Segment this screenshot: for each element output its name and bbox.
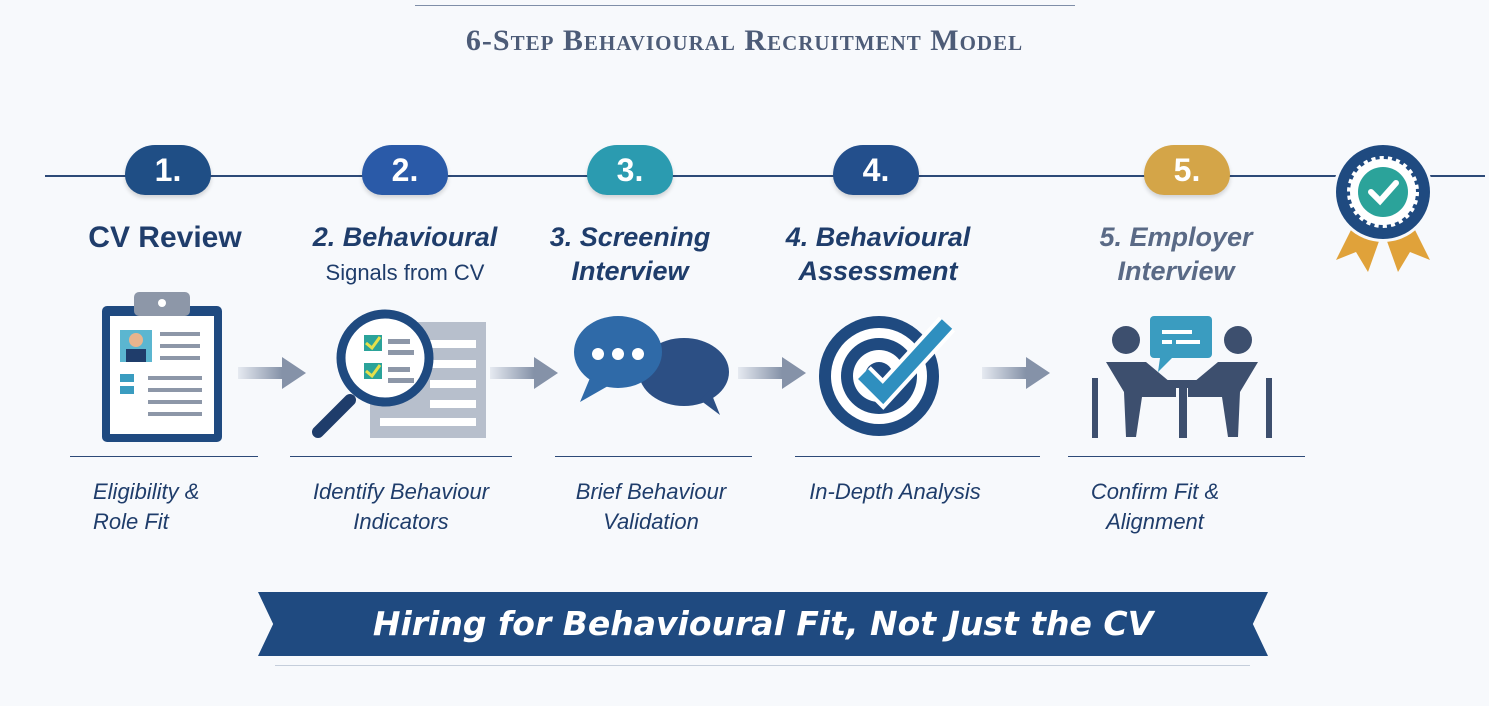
step-5-title: 5. Employer (1099, 222, 1253, 252)
step-4-desc: In-Depth Analysis (780, 477, 1010, 507)
step-3-subtitle: Interview (571, 256, 689, 286)
step-5-desc: Confirm Fit & Alignment (1040, 477, 1270, 537)
target-check-icon (819, 316, 955, 436)
desc-line: Eligibility & (93, 479, 200, 504)
title-rule (415, 5, 1075, 6)
step-5-subtitle: Interview (1117, 256, 1235, 286)
timeline-line (45, 175, 1485, 177)
step-divider (1068, 456, 1305, 457)
arrow-right-icon (982, 357, 1050, 389)
arrow-right-icon (238, 357, 306, 389)
step-3-title: 3. Screening (549, 222, 711, 252)
step-divider (290, 456, 512, 457)
step-2-title: 2. Behavioural (312, 222, 498, 252)
chat-bubbles-icon (574, 316, 729, 415)
desc-line: Role Fit (93, 509, 169, 534)
tagline-banner: Hiring for Behavioural Fit, Not Just the… (258, 592, 1268, 656)
step-1-desc: Eligibility & Role Fit (93, 477, 199, 537)
step-4-subtitle: Assessment (798, 256, 958, 286)
desc-line: Indicators (353, 509, 449, 534)
step-2-badge: 2. (362, 145, 448, 195)
step-3-badge: 3. (587, 145, 673, 195)
desc-line: Confirm Fit & (1090, 479, 1220, 504)
award-medal-icon (1333, 142, 1433, 272)
desc-line: Brief Behaviour (575, 479, 727, 504)
arrow-right-icon (490, 357, 558, 389)
clipboard-cv-icon (102, 292, 222, 442)
page-title: 6-Step Behavioural Recruitment Model (465, 24, 1024, 57)
magnifier-checklist-icon (312, 309, 486, 438)
step-1-badge: 1. (125, 145, 211, 195)
desc-line: Validation (603, 509, 699, 534)
banner-rule (275, 665, 1250, 666)
step-divider (70, 456, 258, 457)
desc-line: In-Depth Analysis (809, 479, 981, 504)
arrow-right-icon (738, 357, 806, 389)
step-4-badge: 4. (833, 145, 919, 195)
meeting-icon (1092, 316, 1272, 438)
step-divider (555, 456, 752, 457)
desc-line: Identify Behaviour (312, 479, 490, 504)
desc-line: Alignment (1106, 509, 1204, 534)
step-4-title: 4. Behavioural (785, 222, 971, 252)
step-divider (795, 456, 1040, 457)
step-5-badge: 5. (1144, 145, 1230, 195)
step-2-subtitle: Signals from CV (325, 260, 485, 285)
step-1-title: CV Review (88, 221, 242, 254)
